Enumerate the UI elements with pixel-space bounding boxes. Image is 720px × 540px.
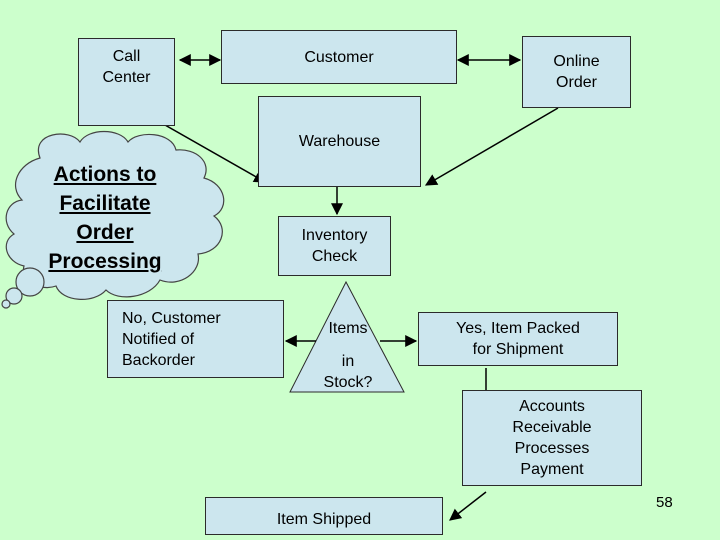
- in-stock-label: in Stock?: [323, 353, 373, 391]
- item-shipped-box: Item Shipped: [205, 497, 443, 535]
- items-label: Items: [328, 320, 368, 337]
- arrow-online-order-warehouse: [424, 107, 559, 186]
- cloud-bubble-medium: [5, 287, 23, 305]
- online-order-box: Online Order: [522, 36, 631, 108]
- cloud-bubble-large: [15, 267, 45, 297]
- cloud-label: Actions to Facilitate Order Processing: [48, 163, 162, 273]
- page-number: 58: [656, 494, 673, 511]
- warehouse-box: Warehouse: [258, 96, 421, 187]
- arrow-call-center-warehouse: [164, 124, 267, 183]
- thought-cloud: [1, 131, 225, 309]
- customer-box: Customer: [221, 30, 457, 84]
- cloud-shape: [5, 131, 225, 300]
- in-stock-triangle: [289, 280, 405, 393]
- backorder-box: No, Customer Notified of Backorder: [107, 300, 284, 378]
- inventory-check-box: Inventory Check: [278, 216, 391, 276]
- accounts-receivable-box: Accounts Receivable Processes Payment: [462, 390, 642, 486]
- cloud-bubble-small: [1, 299, 11, 309]
- call-center-box: Call Center: [78, 38, 175, 126]
- arrow-accounts-shipped: [449, 491, 487, 521]
- packed-box: Yes, Item Packed for Shipment: [418, 312, 618, 366]
